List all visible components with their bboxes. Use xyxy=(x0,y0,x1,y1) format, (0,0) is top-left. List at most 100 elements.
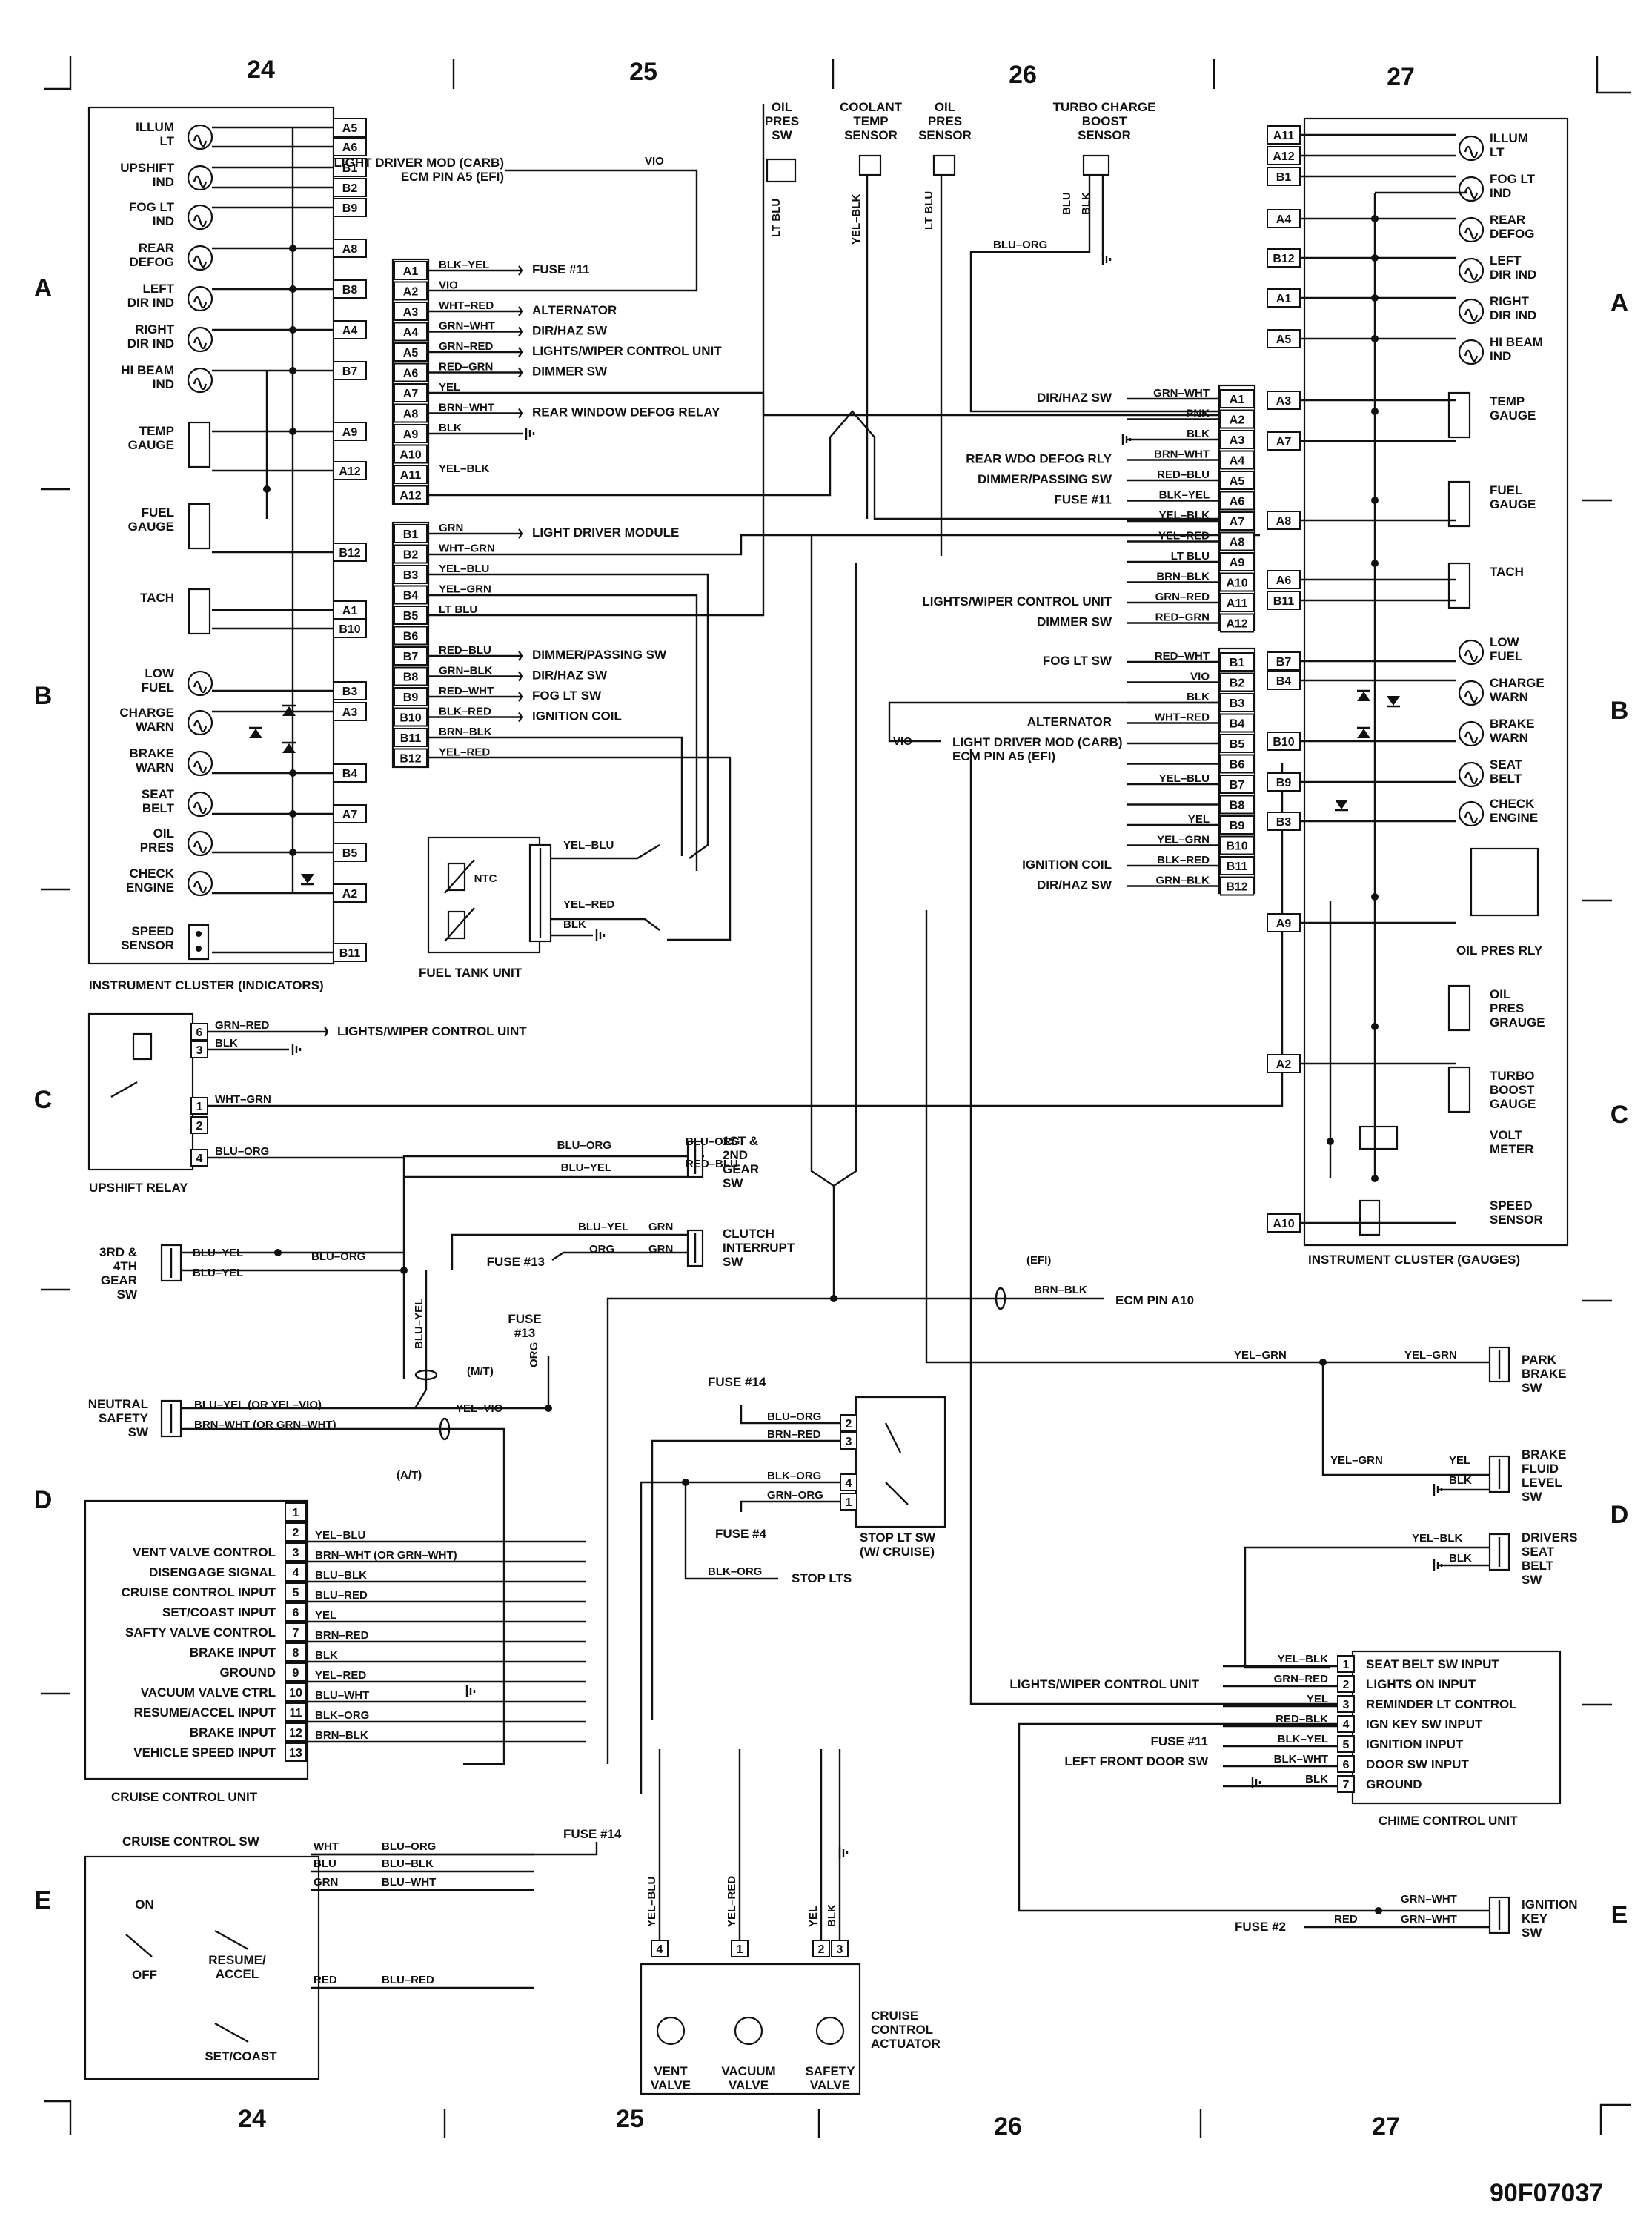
red-blk-wire xyxy=(1018,1722,1338,1731)
terminal-icon xyxy=(518,712,523,723)
column-ref: 27 xyxy=(1372,2112,1400,2141)
column-ref: 24 xyxy=(247,56,275,84)
connector-pin-label: B4 xyxy=(1230,718,1245,731)
cluster-pin-label: A10 xyxy=(1273,1218,1294,1230)
junction-dot xyxy=(1371,215,1379,222)
wire-color-label: YEL–BLU xyxy=(439,563,489,575)
junction-dot xyxy=(289,367,296,374)
cluster-pin xyxy=(1267,1054,1301,1073)
wire-color-label: VIO xyxy=(893,735,912,748)
cluster-pin-label: B9 xyxy=(1276,777,1292,789)
vio-wire xyxy=(888,701,1219,743)
connector-pin xyxy=(1220,430,1254,449)
sensor-pin xyxy=(196,931,202,937)
connector-pin xyxy=(394,606,428,625)
junction-dot xyxy=(289,769,296,777)
cluster-pin xyxy=(1267,812,1301,831)
cluster-pin xyxy=(333,137,367,156)
cluster-pin xyxy=(333,239,367,258)
unit-pin-label: 13 xyxy=(289,1747,302,1760)
unit-pin-label: 1 xyxy=(1343,1659,1350,1671)
wire-color-label: BLU–RED xyxy=(382,1974,434,1986)
coolant-temp-sensor-icon xyxy=(858,154,882,176)
fuel-tank-box xyxy=(427,836,541,954)
wire-color-label: WHT–GRN xyxy=(215,1093,271,1106)
diode-icon xyxy=(1357,729,1370,738)
blu-org-wire xyxy=(740,1405,840,1425)
cluster-pin-label: A2 xyxy=(1276,1058,1292,1071)
wire-color-label: BLU–ORG xyxy=(382,1840,436,1853)
lamp-filament-icon xyxy=(1464,227,1479,240)
wire-color-label: GRN–ORG xyxy=(767,1489,823,1502)
unit-pin xyxy=(1337,1775,1355,1793)
grn-wht-wire xyxy=(1018,1731,1490,1912)
junction-dot xyxy=(1371,1023,1379,1030)
unit-pin-label: 2 xyxy=(293,1527,299,1539)
wire-color-label: ORG xyxy=(589,1243,614,1256)
connector-pin xyxy=(394,544,428,564)
unit-pin-label: 12 xyxy=(289,1727,302,1740)
wire-color-label: BLU–BLK xyxy=(315,1569,367,1582)
switch-position-label: RESUME/ACCEL xyxy=(208,1953,266,1981)
wire-color-label: BLK–YEL xyxy=(1278,1733,1328,1745)
cluster-pin xyxy=(1267,591,1301,610)
lamp-icon xyxy=(1458,720,1485,747)
relay-coil-icon xyxy=(132,1032,153,1061)
wire-color-label: YEL–GRN xyxy=(1330,1454,1383,1467)
destination-label: DIMMER/PASSING SW xyxy=(532,648,667,662)
lamp-filament-icon xyxy=(1464,811,1479,824)
wire-color-label: VIO xyxy=(439,279,458,292)
wire-color-label: YEL–BLK xyxy=(439,462,490,475)
wire-color-label: BLK xyxy=(826,1904,838,1927)
lamp-filament-icon xyxy=(193,296,208,309)
connector-pin-label: A6 xyxy=(403,368,419,380)
connector-pin xyxy=(394,707,428,727)
connector-pin-label: A9 xyxy=(1230,557,1245,569)
wire-color-label: BLK–ORG xyxy=(708,1565,762,1578)
connector-pin-label: A8 xyxy=(1230,537,1245,549)
splice-icon xyxy=(439,1417,451,1441)
unit-pin-label: 3 xyxy=(293,1547,299,1559)
unit-pin-label: 6 xyxy=(1343,1759,1350,1771)
wire-color-label: PNK xyxy=(1186,408,1210,420)
wire-color-label: BLK–ORG xyxy=(315,1709,369,1722)
wire-color-label: RED–BLU xyxy=(686,1158,738,1170)
lamp-filament-icon xyxy=(193,214,208,228)
grn-org-wire xyxy=(740,1500,840,1512)
connector-pin-label: B11 xyxy=(1227,861,1248,873)
destination-label: DIMMER SW xyxy=(1037,615,1112,629)
wire-color-label: BLK–RED xyxy=(1157,854,1210,866)
connector-pin-label: A5 xyxy=(1230,475,1245,488)
destination-label: LIGHT DRIVER MODULE xyxy=(532,525,679,540)
row-ref: A xyxy=(34,274,53,302)
connector-pin-label: B1 xyxy=(1230,657,1245,669)
lamp-icon xyxy=(1458,339,1485,365)
note-label: (A/T) xyxy=(397,1469,422,1482)
lamp-filament-icon xyxy=(193,840,208,854)
wire-color-label: LT BLU xyxy=(439,603,477,616)
switch-contact-icon xyxy=(125,1934,153,1957)
wire-color-label: BLK xyxy=(1080,192,1092,215)
indicators-cluster-box xyxy=(87,106,335,965)
cluster-pin-label: B3 xyxy=(1276,816,1292,829)
cluster-pin xyxy=(333,883,367,903)
switch-contact-icon xyxy=(885,1482,909,1505)
wire-color-label: GRN–BLK xyxy=(439,665,493,677)
lamp-icon xyxy=(1458,800,1485,827)
wire-color-label: YEL–BLK xyxy=(1412,1532,1463,1545)
wire-color-label: YEL–GRN xyxy=(439,583,491,596)
cluster-pin-label: A11 xyxy=(1273,130,1295,142)
wire-color-label: BLK–YEL xyxy=(439,259,489,271)
wire-color-label: BLU xyxy=(314,1857,336,1870)
column-ref: 26 xyxy=(1009,61,1037,89)
lamp-filament-icon xyxy=(193,720,208,733)
cluster-pin-label: B7 xyxy=(1276,656,1292,669)
unit-pin-label: 8 xyxy=(293,1647,299,1659)
lamp-icon xyxy=(1458,257,1485,284)
yel-blu-wire xyxy=(551,843,660,860)
gauge-icon xyxy=(1447,984,1471,1032)
wire-color-label: BLU–YEL xyxy=(578,1221,628,1233)
